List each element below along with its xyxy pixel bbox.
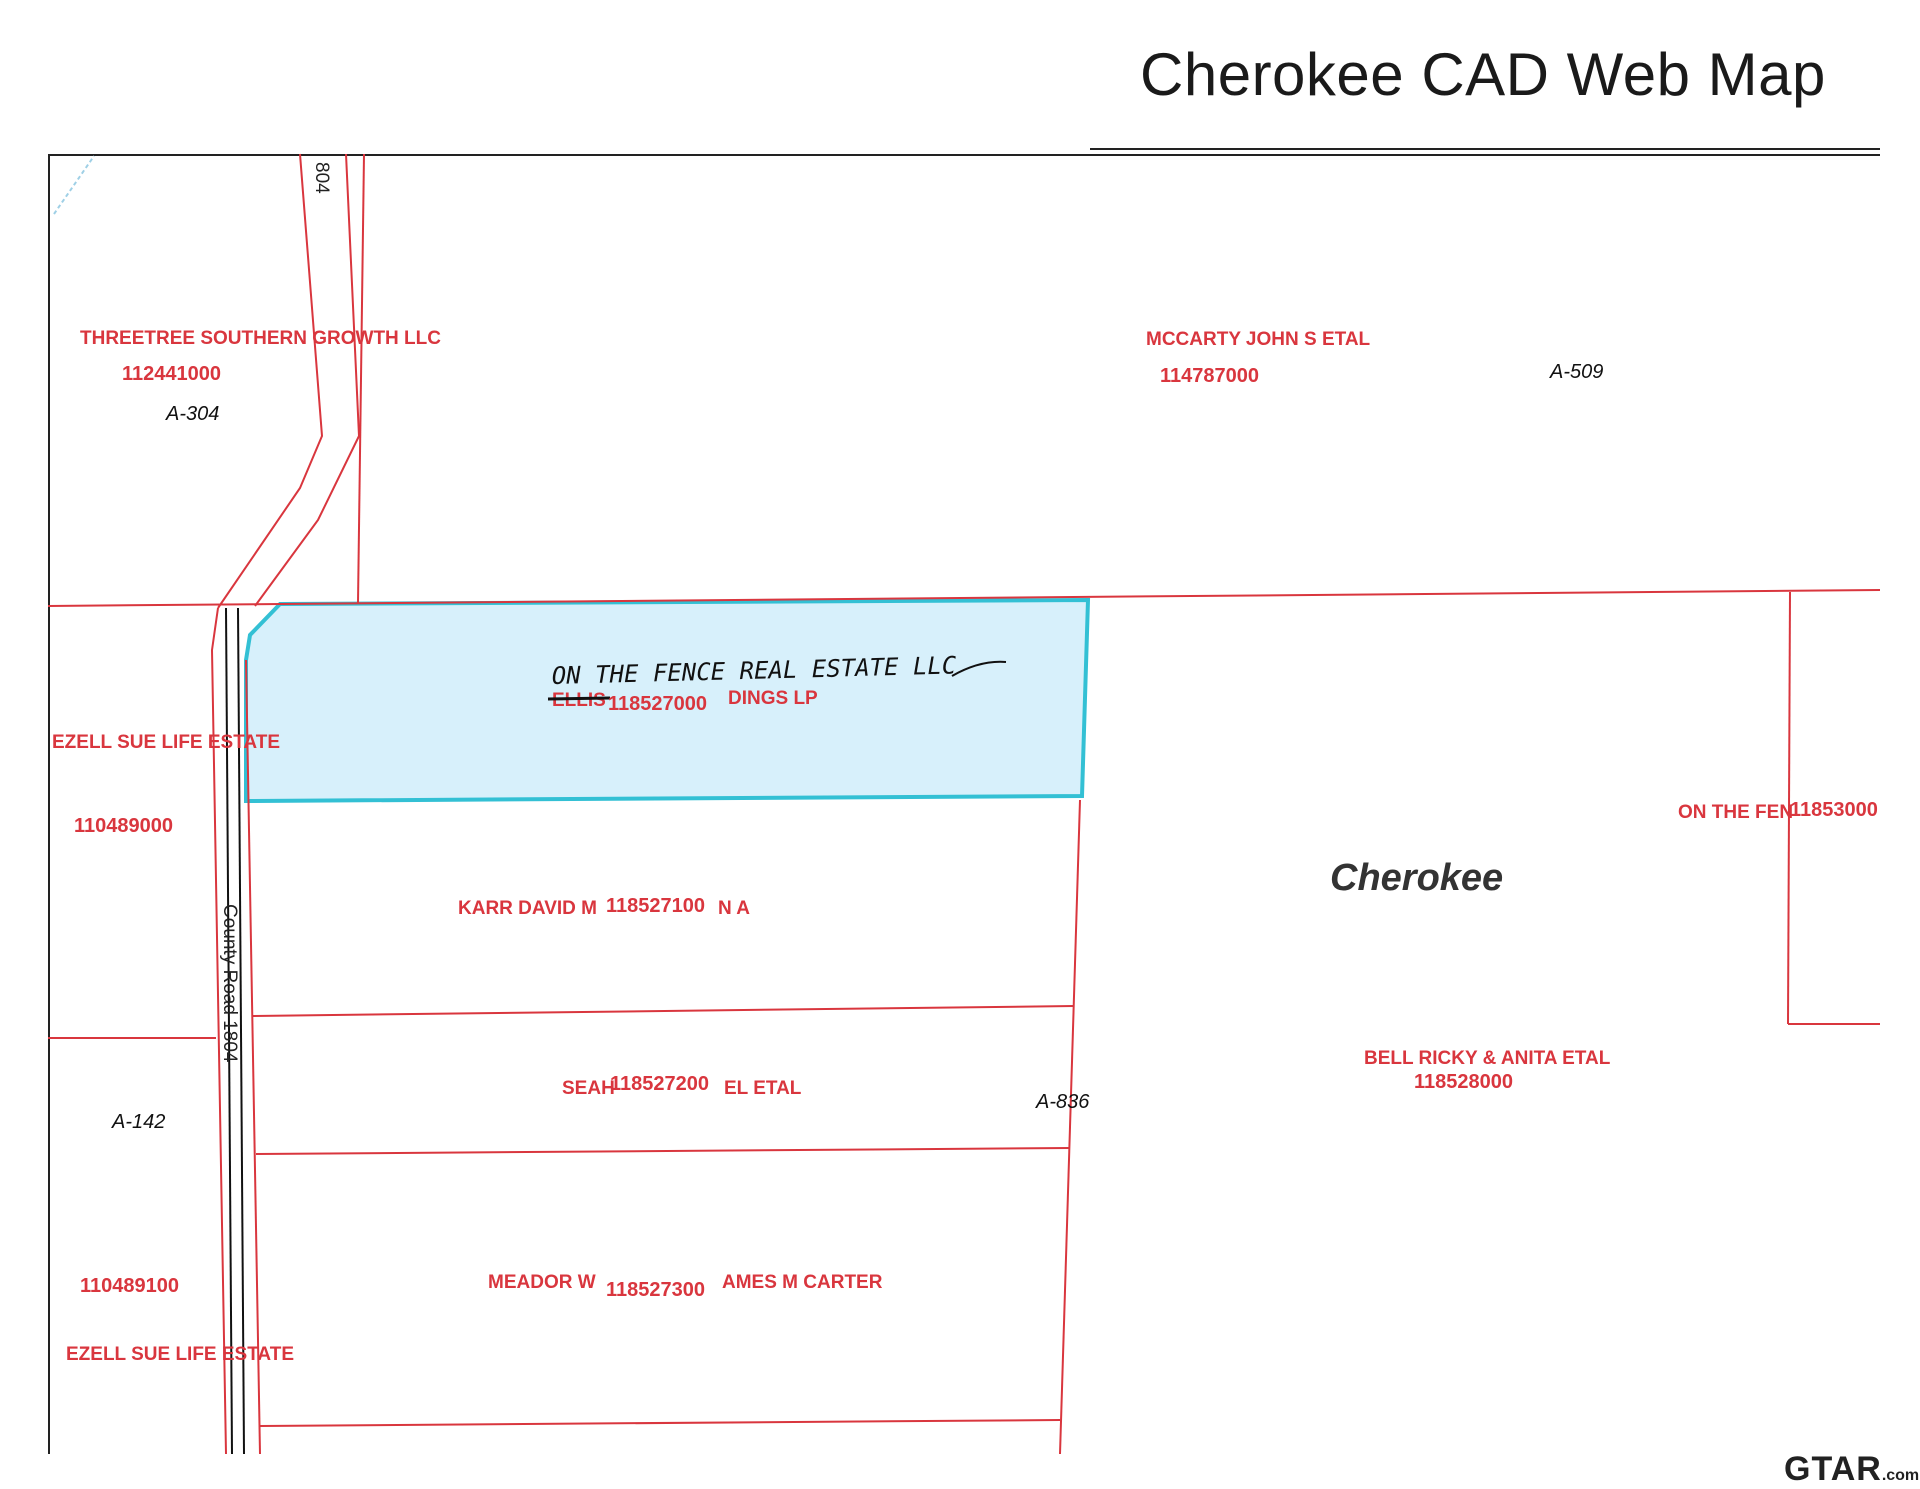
parcel-owner-tail-label: AMES M CARTER	[722, 1272, 883, 1293]
parcel-line	[1059, 799, 1081, 1455]
gtar-watermark: GTAR.com	[1784, 1450, 1920, 1488]
parcel-owner-tail-label: EL ETAL	[724, 1078, 802, 1099]
parcel-id-label: 110489000	[74, 815, 173, 837]
parcel-id-label: 118527000	[608, 693, 707, 715]
parcel-line	[47, 589, 1881, 607]
faint-road-marker	[53, 155, 95, 215]
parcel-id-label: 118527200	[610, 1073, 709, 1095]
parcel-id-label: 112441000	[122, 363, 221, 385]
parcel-line	[259, 1419, 1061, 1427]
title-divider	[1090, 148, 1880, 150]
parcel-line	[357, 153, 365, 604]
parcel-line	[254, 153, 361, 607]
parcel-id-label: 118527100	[606, 895, 705, 917]
parcel-owner-label: EZELL SUE LIFE ESTATE	[52, 732, 280, 753]
road-label-fragment: 804	[311, 162, 332, 194]
parcel-lines	[47, 153, 1881, 1455]
parcel-line	[251, 1005, 1075, 1017]
parcel-owner-label: ON THE FEN	[1678, 802, 1793, 823]
parcel-line	[255, 1147, 1071, 1155]
parcel-id-label: 110489100	[80, 1275, 179, 1297]
parcel-owner-label: SEAH	[562, 1078, 615, 1099]
parcel-owner-label: BELL RICKY & ANITA ETAL	[1364, 1048, 1611, 1069]
parcel-owner-label: MCCARTY JOHN S ETAL	[1146, 329, 1371, 350]
struck-owner-label: ELLIS	[552, 690, 606, 711]
parcel-owner-label: KARR DAVID M	[458, 898, 597, 919]
strikethrough-mark	[547, 696, 611, 701]
map-frame	[48, 154, 1880, 1454]
parcel-id-label: 11853000	[1790, 799, 1878, 821]
handwritten-underline	[951, 660, 1007, 677]
county-label: Cherokee	[1330, 857, 1503, 899]
parcel-line	[1787, 591, 1791, 1025]
abstract-label: A-142	[111, 1111, 165, 1133]
abstract-label: A-304	[165, 403, 219, 425]
road-label: County Road 1804	[219, 904, 240, 1063]
parcel-id-label: 114787000	[1160, 365, 1259, 387]
parcel-line	[217, 153, 324, 609]
abstract-label: A-509	[1549, 361, 1603, 383]
parcel-owner-label: MEADOR W	[488, 1272, 596, 1293]
highlighted-parcel[interactable]	[244, 597, 1091, 804]
page-title: Cherokee CAD Web Map	[1140, 41, 1826, 108]
parcel-owner-tail-label: N A	[718, 898, 750, 919]
parcel-owner-label: EZELL SUE LIFE ESTATE	[66, 1344, 294, 1365]
county-road	[210, 607, 261, 1455]
parcel-owner-label: THREETREE SOUTHERN GROWTH LLC	[80, 328, 441, 349]
abstract-label: A-836	[1035, 1091, 1090, 1113]
parcel-id-label: 118527300	[606, 1279, 705, 1301]
parcel-owner-tail-label: DINGS LP	[728, 688, 818, 709]
parcel-id-label: 118528000	[1414, 1071, 1513, 1093]
